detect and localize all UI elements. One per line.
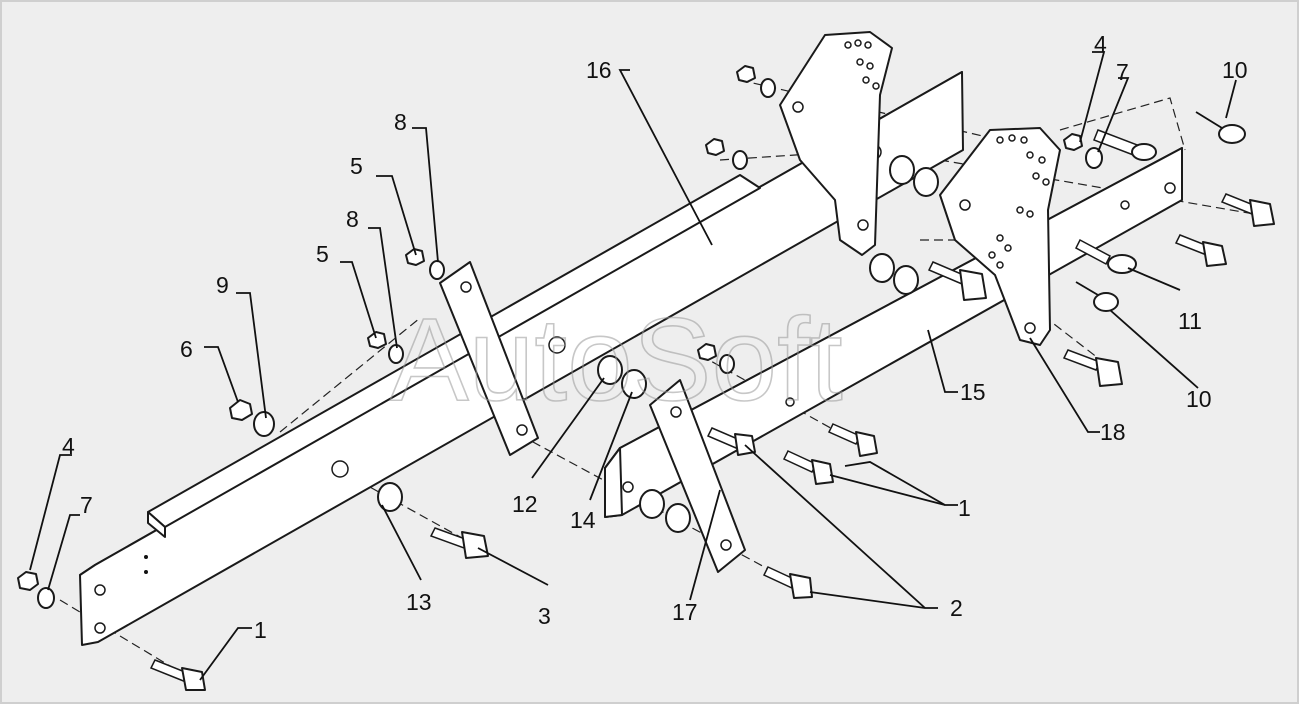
washer-7-left [37,587,55,609]
bolt-right-1 [1062,349,1123,387]
label-1-right: 1 [958,495,971,521]
clip-10-upper-wire [1195,111,1223,129]
washer-top-2 [760,78,776,98]
washer-8-upper [429,260,445,280]
nut-4-right [1063,133,1083,151]
bracket-18 [939,127,1061,346]
nut-6 [229,399,253,421]
nut-mid [697,343,717,361]
label-9: 9 [216,272,229,298]
pin-11 [1075,238,1111,266]
label-8-upper: 8 [394,109,407,135]
label-18: 18 [1100,419,1126,445]
label-7-right: 7 [1116,59,1129,85]
label-13: 13 [406,589,432,615]
bolt-1-lower-left [149,659,206,691]
label-4-right: 4 [1094,31,1107,57]
label-6: 6 [180,336,193,362]
washer-7-right [1085,147,1103,169]
washer-top-1 [732,150,748,170]
label-8-lower: 8 [346,206,359,232]
label-5-lower: 5 [316,241,329,267]
nut-top-1 [705,138,725,156]
leader-lines [29,51,1237,681]
flat-strip [147,174,761,538]
label-12: 12 [512,491,538,517]
bracket-rear [779,31,893,256]
clip-10-upper-ring [1218,124,1246,144]
nut-5-lower [367,331,387,349]
label-15: 15 [960,379,986,405]
bolt-3 [429,527,489,559]
spacers [377,155,939,533]
bolt-1a [827,423,878,457]
plate-17 [649,379,746,573]
bolt-right-3 [1220,193,1275,227]
label-2: 2 [950,595,963,621]
plate-left [439,261,539,456]
washer-mid [719,354,735,374]
nut-4-left [17,571,39,591]
bolt-center [927,261,987,301]
label-1-left: 1 [254,617,267,643]
bolt-right-2 [1174,234,1227,267]
bolt-2b [762,566,813,599]
label-11: 11 [1178,308,1202,334]
label-7-left: 7 [80,492,93,518]
label-14: 14 [570,507,596,533]
callout-labels: 4 7 1 6 9 5 8 5 8 16 12 14 13 3 17 2 1 1… [62,31,1248,643]
washer-9 [253,411,275,437]
label-5-upper: 5 [350,153,363,179]
label-10-upper: 10 [1222,57,1248,83]
label-16: 16 [586,57,612,83]
bolt-1b [782,450,834,485]
label-17: 17 [672,599,698,625]
nuts-washers [17,65,1103,609]
clip-10-lower-ring [1093,292,1119,312]
watermark: AutoSoft [390,294,843,426]
label-4-left: 4 [62,433,75,459]
nut-top-2 [736,65,756,83]
bolts [149,193,1275,691]
label-3: 3 [538,603,551,629]
label-10-lower: 10 [1186,386,1212,412]
clip-10-lower-wire [1075,281,1099,296]
pin-upper-head [1131,143,1157,161]
